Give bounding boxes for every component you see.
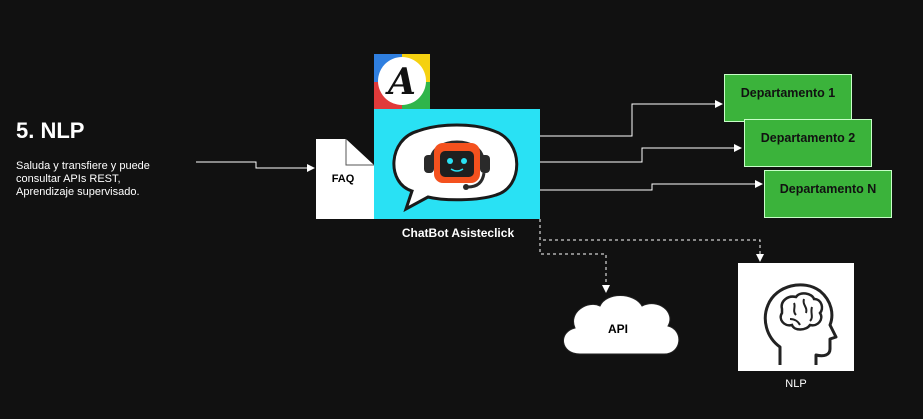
faq-label: FAQ bbox=[331, 173, 355, 185]
department-1-node: Departamento 1 bbox=[724, 74, 852, 122]
brain-head-icon bbox=[763, 283, 838, 365]
dashed-arrow-to-nlp bbox=[539, 219, 764, 262]
nlp-node bbox=[738, 263, 854, 371]
department-label: Departamento N bbox=[779, 182, 877, 196]
chatbot-robot-icon bbox=[392, 123, 519, 213]
description-line: consultar APIs REST, bbox=[16, 173, 121, 185]
input-arrow bbox=[196, 161, 315, 172]
description-line: Saluda y transfiere y puede bbox=[16, 160, 150, 172]
dashed-arrow-to-api bbox=[539, 219, 610, 293]
chatbot-label: ChatBot Asisteclick bbox=[401, 226, 515, 240]
cloud-icon bbox=[563, 295, 680, 355]
description-line: Aprendizaje supervisado. bbox=[16, 186, 140, 198]
logo-letter: A bbox=[385, 61, 416, 103]
arrow-to-dept-1 bbox=[540, 100, 723, 137]
asisteclick-logo-icon: A bbox=[374, 54, 430, 109]
nlp-label: NLP bbox=[785, 378, 807, 390]
department-label: Departamento 2 bbox=[760, 131, 856, 145]
section-description: Saluda y transfiere y puede consultar AP… bbox=[16, 160, 186, 199]
department-n-node: Departamento N bbox=[764, 170, 892, 218]
arrow-to-dept-n bbox=[540, 180, 763, 191]
section-title: 5. NLP bbox=[16, 118, 85, 143]
department-label: Departamento 1 bbox=[740, 86, 836, 100]
api-label: API bbox=[607, 322, 628, 336]
faq-document-icon bbox=[316, 139, 374, 219]
chatbot-node bbox=[374, 109, 540, 219]
department-2-node: Departamento 2 bbox=[744, 119, 872, 167]
arrow-to-dept-2 bbox=[540, 144, 742, 163]
